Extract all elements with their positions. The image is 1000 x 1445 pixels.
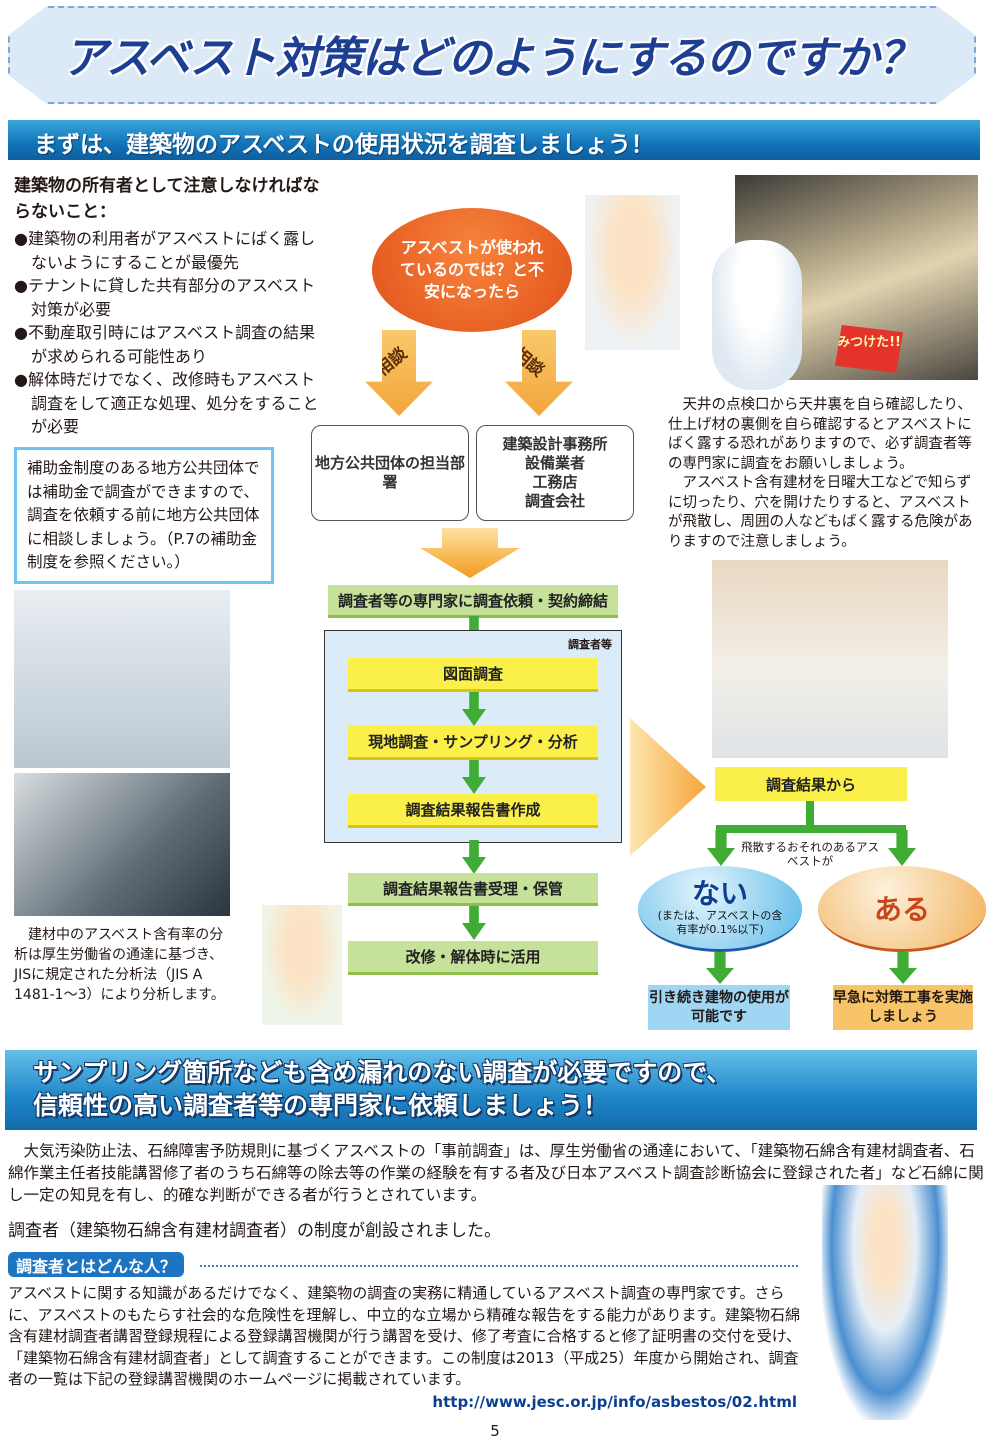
system-note: 調査者（建築物石綿含有建材調査者）の制度が創設されました。 [8, 1221, 501, 1241]
bullet-item: ●不動産取引時にはアスベスト調査の結果が求められる可能性あり [14, 323, 316, 366]
consult-arrow-left: 相談 [365, 330, 433, 416]
thumbs-up-man-illustration [262, 905, 342, 1025]
step-site-survey: 現地調査・サンプリング・分析 [348, 726, 598, 760]
owner-heading: 建築物の所有者として注意しなければならないこと： [14, 176, 320, 222]
step-use-report: 改修・解体時に活用 [348, 941, 598, 975]
contractor-box: 建築設計事務所 設備業者 工務店 調査会社 [476, 425, 634, 521]
step-receive-report: 調査結果報告書受理・保管 [348, 873, 598, 906]
report-meeting-illustration [712, 560, 948, 758]
page-title: アスベスト対策はどのようにするのですか？ [62, 33, 922, 84]
page-number: 5 [490, 1422, 500, 1440]
pre-survey-paragraph: 大気汚染防止法、石綿障害予防規則に基づくアスベストの「事前調査」は、厚生労働省の… [8, 1142, 984, 1204]
yes-ellipse: ある [818, 866, 986, 952]
worker-illustration [712, 240, 802, 390]
big-right-arrow [630, 718, 706, 856]
step-report: 調査結果報告書作成 [348, 794, 598, 828]
banner-line: サンプリング箇所なども含め漏れのない調査が必要ですので、 [33, 1058, 732, 1087]
down-arrow [420, 528, 520, 578]
flow-arrow [462, 906, 486, 940]
warning-paragraph: アスベスト含有建材を日曜大工などで知らずに切ったり、穴を開けたりすると、アスベス… [668, 475, 973, 550]
inspector-character-illustration [822, 1185, 948, 1420]
jesc-link[interactable]: http://www.jesc.or.jp/info/asbestos/02.h… [432, 1393, 797, 1411]
yes-label: ある [873, 892, 930, 926]
subsidy-note: 補助金制度のある地方公共団体では補助金で調査ができますので、調査を依頼する前に地… [14, 447, 274, 584]
branch-arrow-left [707, 830, 735, 866]
branch-line [716, 825, 906, 833]
dotted-divider [200, 1265, 798, 1267]
no-action-box: 引き続き建物の使用が可能です [648, 985, 790, 1030]
step-drawing-survey: 図面調査 [348, 658, 598, 692]
bullet-item: ●解体時だけでなく、改修時もアスベスト調査をして適正な処理、処分をすることが必要 [14, 370, 319, 436]
recommendation-banner: サンプリング箇所なども含め漏れのない調査が必要ですので、 信頼性の高い調査者等の… [5, 1050, 977, 1130]
section-heading: まずは、建築物のアスベストの使用状況を調査しましょう！ [8, 120, 980, 160]
ceiling-inspection-illustration [14, 590, 230, 768]
flow-arrow [462, 840, 486, 874]
inspector-label: 調査者等 [568, 638, 612, 651]
contract-step: 調査者等の専門家に調査依頼・契約締結 [328, 585, 618, 618]
flow-arrow [706, 952, 734, 984]
who-tag: 調査者とはどんな人？ [8, 1252, 185, 1277]
warning-paragraph: 天井の点検口から天井裏を自ら確認したり、仕上げ材の裏側を自ら確認するとアスベスト… [668, 397, 972, 472]
bullet-item: ●建築物の利用者がアスベストにばく露しないようにすることが最優先 [14, 229, 316, 272]
consult-arrow-right: 相談 [505, 330, 573, 416]
microscope-photo [14, 773, 230, 916]
bullet-item: ●テナントに貸した共有部分のアスベスト対策が必要 [14, 276, 316, 319]
branch-arrow-right [888, 830, 916, 866]
who-text: アスベストに関する知識があるだけでなく、建築物の調査の実務に精通しているアスベス… [8, 1284, 802, 1388]
question-label: 飛散するおそれのあるアスベストが [741, 840, 879, 868]
yes-action-box: 早急に対策工事を実施しましょう [833, 985, 973, 1030]
result-from-box: 調査結果から [715, 767, 907, 801]
title-banner [8, 6, 976, 104]
photo-caption: 建材中のアスベスト含有率の分析は厚生労働省の通達に基づき、JISに規定された分析… [14, 927, 225, 1003]
banner-line: 信頼性の高い調査者等の専門家に依頼しましょう！ [33, 1091, 609, 1120]
local-government-box: 地方公共団体の担当部署 [311, 425, 469, 521]
worry-bubble: アスベストが使われているのでは？と不安になったら [372, 208, 572, 332]
warning-text: 天井の点検口から天井裏を自ら確認したり、仕上げ材の裏側を自ら確認するとアスベスト… [668, 396, 983, 552]
owner-bullets: ●建築物の利用者がアスベストにばく露しないようにすることが最優先 ●テナントに貸… [14, 227, 324, 439]
found-badge: みつけた!! [835, 325, 903, 373]
no-note: (または、アスベストの含有率が0.1%以下) [657, 908, 783, 936]
no-ellipse: ない (または、アスベストの含有率が0.1%以下) [638, 866, 802, 952]
worried-man-illustration [585, 195, 680, 350]
branch-line [806, 801, 814, 829]
no-label: ない [691, 876, 748, 910]
flow-arrow [889, 952, 917, 984]
